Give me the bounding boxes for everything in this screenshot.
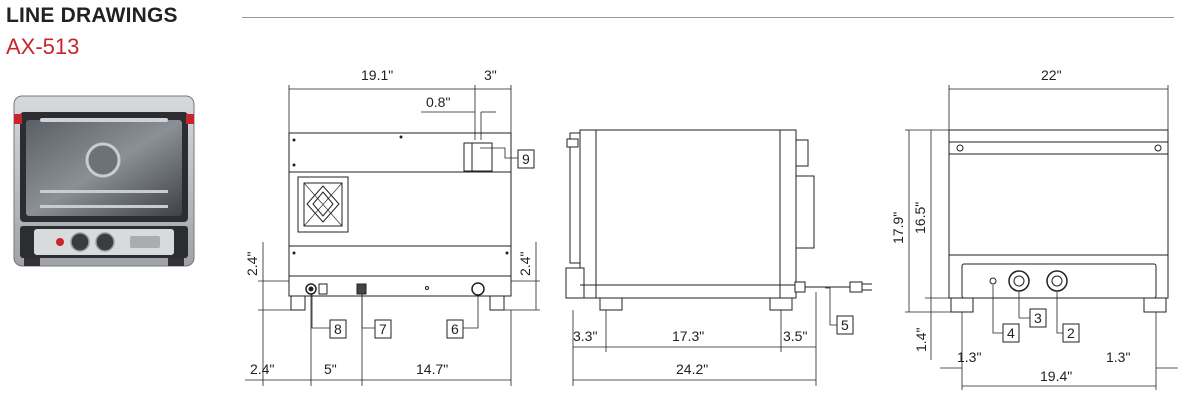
dim-rear-foot-height: 1.4" [913, 328, 929, 352]
dim-rear-left-inset: 1.3" [957, 349, 981, 365]
dim-front-width: 19.1" [361, 67, 393, 83]
dim-front-right-offset: 3" [484, 67, 497, 83]
dim-front-bottom-mid: 5" [324, 361, 337, 377]
dim-front-bottom-right: 14.7" [416, 361, 448, 377]
svg-text:7: 7 [379, 321, 387, 337]
dim-rear-right-inset: 1.3" [1106, 349, 1130, 365]
side-view-dimensions [572, 292, 817, 386]
callout-5: 5 [836, 315, 854, 335]
dim-side-right-ext: 3.5" [783, 328, 807, 344]
dim-front-foot-right: 2.4" [517, 252, 533, 276]
dim-rear-width: 22" [1041, 67, 1062, 83]
model-number: AX-513 [6, 34, 80, 59]
svg-text:2: 2 [1067, 325, 1075, 341]
callout-8: 8 [329, 319, 347, 339]
dim-side-body-depth: 17.3" [672, 328, 704, 344]
dim-front-bottom-left: 2.4" [250, 361, 274, 377]
page-title: LINE DRAWINGS [6, 4, 178, 27]
header-divider [242, 17, 1174, 18]
svg-text:4: 4 [1007, 325, 1015, 341]
svg-text:8: 8 [334, 321, 342, 337]
front-view [288, 132, 512, 311]
callout-6: 6 [446, 319, 464, 339]
callout-4: 4 [1002, 323, 1020, 343]
dim-side-total-depth: 24.2" [676, 361, 708, 377]
oven-photo [13, 95, 195, 267]
callout-3: 3 [1029, 308, 1047, 328]
dim-rear-body-height: 16.5" [912, 202, 928, 234]
svg-text:6: 6 [451, 321, 459, 337]
callout-7: 7 [374, 319, 392, 339]
side-view [565, 129, 872, 311]
dim-rear-total-height: 17.9" [890, 212, 906, 244]
dim-front-foot-left: 2.4" [244, 252, 260, 276]
rear-view-dimensions [905, 85, 1178, 390]
dim-rear-foot-span: 19.4" [1040, 368, 1072, 384]
front-view-dimensions [245, 85, 540, 386]
callout-9: 9 [517, 149, 535, 169]
dim-side-left-ext: 3.3" [573, 328, 597, 344]
svg-text:5: 5 [841, 317, 849, 333]
callout-2: 2 [1062, 323, 1080, 343]
rear-view [948, 129, 1169, 313]
dim-front-small-offset: 0.8" [426, 94, 450, 110]
svg-text:3: 3 [1034, 310, 1042, 326]
svg-text:9: 9 [522, 151, 530, 167]
callout-leaders [311, 147, 1063, 334]
